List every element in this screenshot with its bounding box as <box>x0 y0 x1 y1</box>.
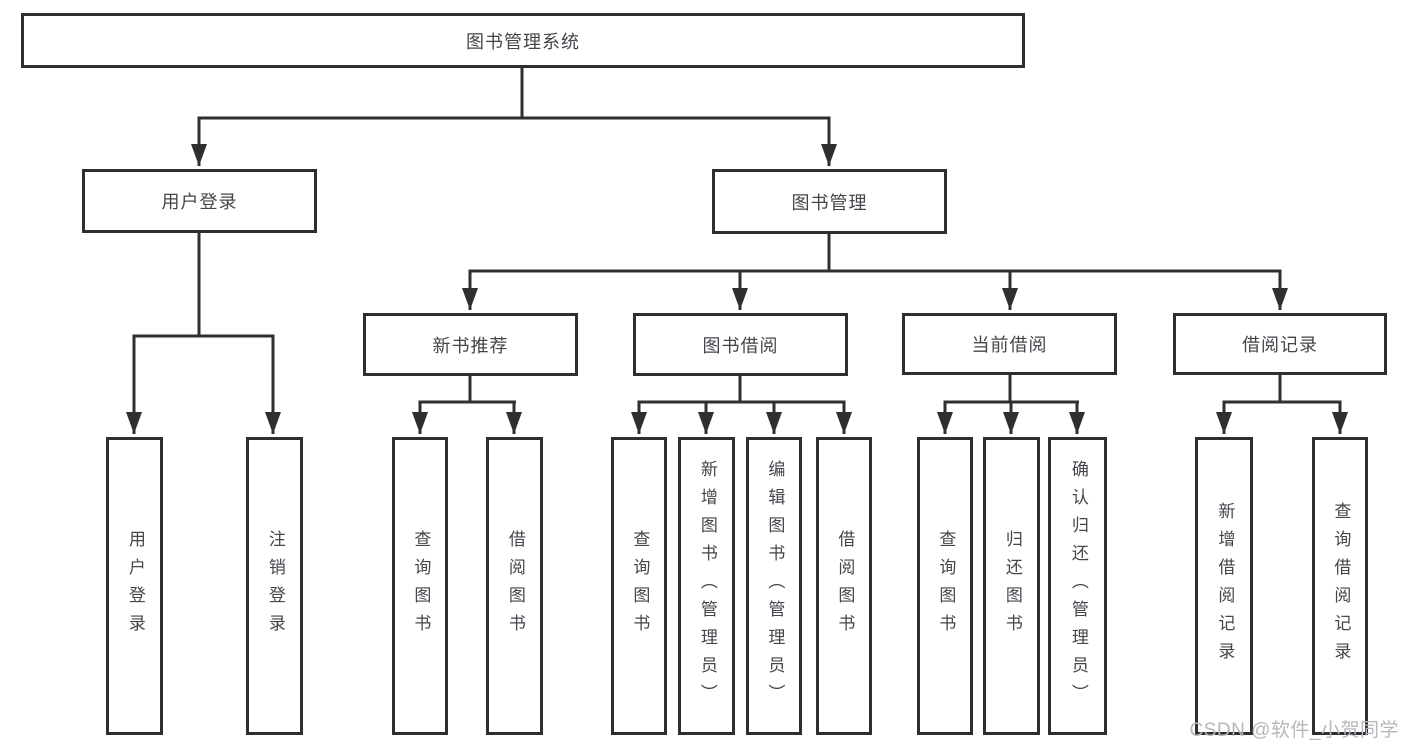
node-logout: 注销登录 <box>246 437 303 735</box>
node-current-return-books: 归还图书 <box>983 437 1040 735</box>
node-library-system: 图书管理系统 <box>21 13 1025 68</box>
node-library-system-label: 图书管理系统 <box>466 31 580 52</box>
node-book-management: 图书管理 <box>712 169 947 234</box>
node-recommend-query-books: 查询图书 <box>392 437 448 735</box>
node-book-management-label: 图书管理 <box>791 192 868 213</box>
node-records-add-record-label: 新增借阅记录 <box>1215 502 1235 670</box>
node-records-add-record: 新增借阅记录 <box>1195 437 1253 735</box>
node-borrowing-edit-books-admin: 编辑图书（管理员） <box>746 437 802 735</box>
node-book-borrowing-label: 图书借阅 <box>702 335 779 356</box>
node-current-query-books-label: 查询图书 <box>936 530 956 642</box>
node-current-borrowing: 当前借阅 <box>902 313 1117 375</box>
node-borrowing-query-books-label: 查询图书 <box>630 530 650 642</box>
node-recommend-borrow-books: 借阅图书 <box>486 437 543 735</box>
node-user-login-group: 用户登录 <box>82 169 317 233</box>
node-borrowing-query-books: 查询图书 <box>611 437 667 735</box>
node-borrowing-borrow-books-label: 借阅图书 <box>835 530 855 642</box>
node-user-login-group-label: 用户登录 <box>161 192 238 212</box>
node-logout-label: 注销登录 <box>265 530 285 642</box>
node-records-query-record: 查询借阅记录 <box>1312 437 1368 735</box>
node-records-query-record-label: 查询借阅记录 <box>1331 502 1351 670</box>
node-borrow-records-label: 借阅记录 <box>1242 335 1318 355</box>
node-new-book-recommend: 新书推荐 <box>363 313 578 376</box>
node-borrow-records: 借阅记录 <box>1173 313 1387 375</box>
csdn-watermark: CSDN @软件_小贺同学 <box>1189 720 1399 741</box>
node-current-confirm-return-admin: 确认归还（管理员） <box>1048 437 1107 735</box>
node-current-query-books: 查询图书 <box>917 437 973 735</box>
node-borrowing-add-books-admin: 新增图书（管理员） <box>678 437 735 735</box>
node-recommend-borrow-books-label: 借阅图书 <box>505 530 525 642</box>
node-borrowing-borrow-books: 借阅图书 <box>816 437 872 735</box>
node-borrowing-edit-books-admin-label: 编辑图书（管理员） <box>765 460 785 712</box>
node-new-book-recommend-label: 新书推荐 <box>432 335 509 356</box>
node-borrowing-add-books-admin-label: 新增图书（管理员） <box>697 460 717 712</box>
node-book-borrowing: 图书借阅 <box>633 313 848 376</box>
node-current-return-books-label: 归还图书 <box>1002 530 1022 642</box>
node-recommend-query-books-label: 查询图书 <box>411 530 431 642</box>
tree-edges <box>126 68 1348 434</box>
node-user-login: 用户登录 <box>106 437 163 735</box>
node-user-login-label: 用户登录 <box>125 530 145 642</box>
node-current-borrowing-label: 当前借阅 <box>971 335 1048 355</box>
node-current-confirm-return-admin-label: 确认归还（管理员） <box>1068 460 1088 712</box>
